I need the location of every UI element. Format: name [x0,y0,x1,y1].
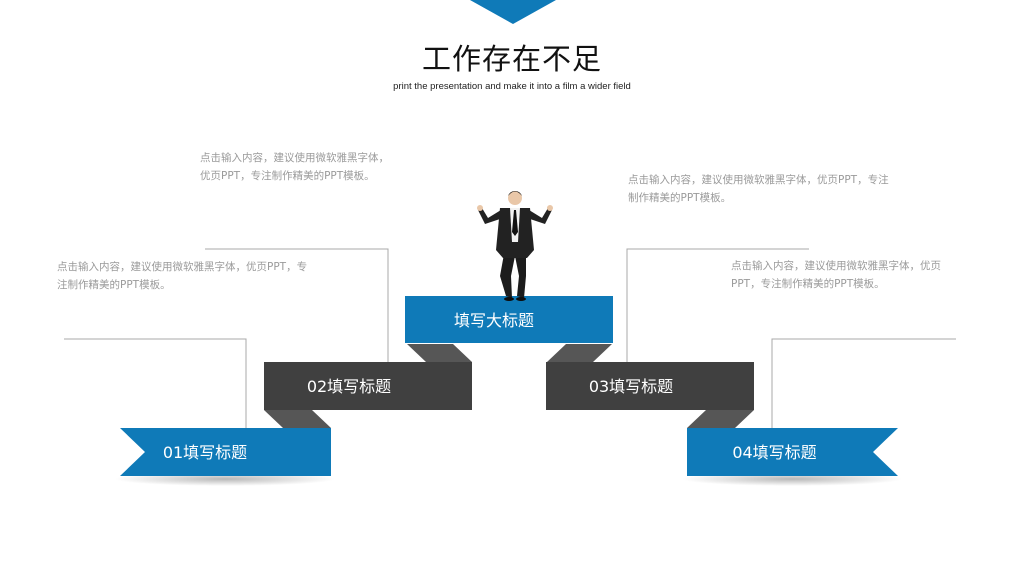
step-04-label: 04填写标题 [732,443,817,462]
description-03: 点击输入内容，建议使用微软雅黑字体，优页PPT，专注制作精美的PPT模板。 [628,174,889,204]
description-04: 点击输入内容，建议使用微软雅黑字体，优页PPT，专注制作精美的PPT模板。 [731,260,941,290]
main-box [405,296,613,343]
step-01-label: 01填写标题 [162,443,248,462]
fold-03-down [687,410,754,428]
connector-lines [64,248,956,430]
ribbon-01 [120,428,331,476]
step-03-label: 03填写标题 [588,377,674,396]
step-03-box [546,362,754,410]
fold-main-right [547,344,612,362]
page-title: 工作存在不足 [421,42,602,76]
ribbon-04 [687,428,898,476]
businessman-figure-icon [477,191,553,301]
step-02-box [264,362,472,410]
top-marker-shape [470,0,556,24]
fold-main-left [407,344,472,362]
connector-line-04 [771,338,956,430]
connector-line-02 [205,248,389,362]
connector-line-01 [64,338,247,430]
description-01: 点击输入内容，建议使用微软雅黑字体，优页PPT，专注制作精美的PPT模板。 [57,261,308,291]
connector-line-03 [626,248,809,362]
step-02-label: 02填写标题 [306,377,392,396]
main-step-label: 填写大标题 [453,311,534,330]
fold-02-down [264,410,331,428]
description-02: 点击输入内容，建议使用微软雅黑字体，优页PPT，专注制作精美的PPT模板。 [200,152,389,182]
page-subtitle: print the presentation and make it into … [393,81,631,92]
